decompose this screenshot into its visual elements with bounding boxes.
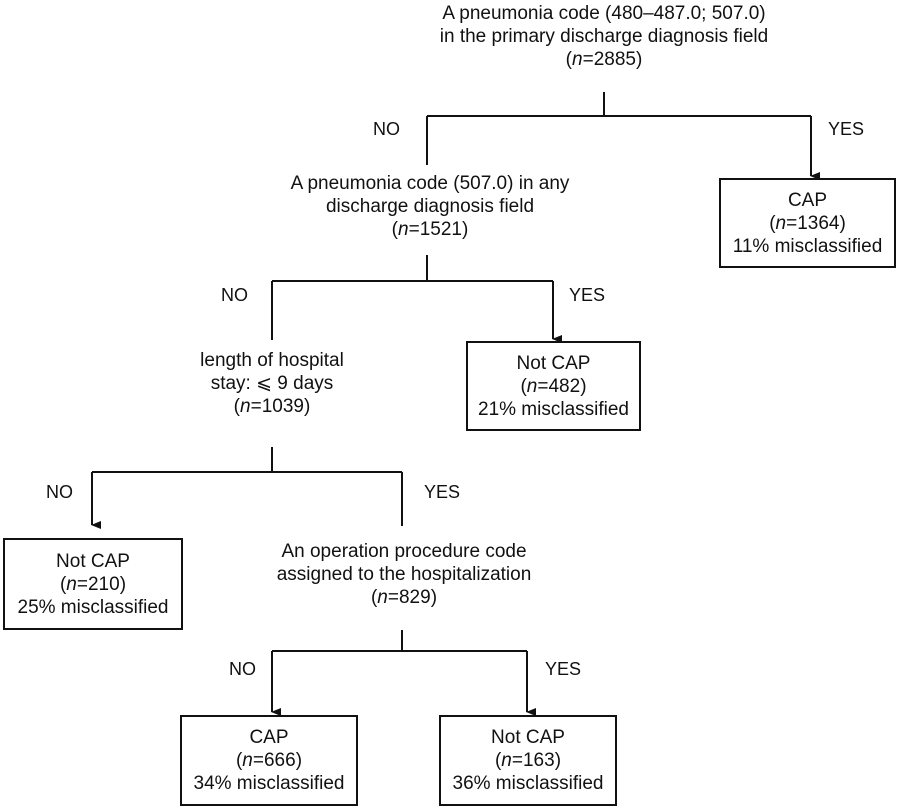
branch-label-node3-yes: YES: [424, 482, 461, 502]
leaf-cap-1364: CAP (n=1364) 11% misclassified: [719, 178, 896, 268]
leaf-notcap-163: Not CAP (n=163) 36% misclassified: [439, 715, 617, 806]
leaf-label: Not CAP: [516, 352, 591, 374]
leaf-misclassified: 36% misclassified: [452, 773, 604, 794]
node4: An operation procedure code assigned to …: [277, 540, 532, 609]
leaf-notcap-210: Not CAP (n=210) 25% misclassified: [3, 538, 183, 630]
node2-count: (n=1521): [391, 219, 469, 240]
branch-label-node4-no: NO: [229, 659, 256, 679]
node4-line1: An operation procedure code: [281, 541, 527, 562]
leaf-cap-666: CAP (n=666) 34% misclassified: [180, 715, 358, 806]
node3-line1: length of hospital: [200, 350, 344, 371]
leaf-label: Not CAP: [56, 550, 130, 572]
leaf-misclassified: 21% misclassified: [478, 398, 629, 420]
leaf-misclassified: 11% misclassified: [732, 235, 883, 257]
node3-line2: stay: ⩽ 9 days: [210, 373, 334, 394]
node2-line1: A pneumonia code (507.0) in any: [290, 173, 570, 194]
root-count: (n=2885): [565, 49, 643, 70]
branch-label-root-no: NO: [373, 119, 400, 139]
leaf-count: (n=666): [235, 750, 303, 771]
leaf-misclassified: 34% misclassified: [193, 773, 345, 794]
node2-line2: discharge diagnosis field: [325, 196, 535, 217]
node4-count: (n=829): [370, 587, 438, 608]
branch-label-root-yes: YES: [828, 119, 865, 139]
leaf-count: (n=482): [520, 375, 587, 397]
root-line1: A pneumonia code (480–487.0; 507.0): [442, 3, 766, 24]
leaf-count: (n=210): [59, 573, 127, 595]
leaf-label: Not CAP: [491, 727, 565, 748]
leaf-misclassified: 25% misclassified: [17, 596, 169, 618]
node4-line2: assigned to the hospitalization: [276, 564, 532, 585]
root-node: A pneumonia code (480–487.0; 507.0) in t…: [440, 2, 768, 71]
branch-label-node4-yes: YES: [545, 659, 582, 679]
leaf-label: CAP: [249, 727, 289, 748]
leaf-count: (n=163): [494, 750, 562, 771]
leaf-notcap-482: Not CAP (n=482) 21% misclassified: [466, 341, 641, 431]
root-line2: in the primary discharge diagnosis field: [439, 26, 769, 47]
node3-count: (n=1039): [233, 396, 311, 417]
branch-label-node2-no: NO: [221, 285, 248, 305]
leaf-label: CAP: [787, 189, 828, 211]
branch-label-node3-no: NO: [46, 482, 73, 502]
node2: A pneumonia code (507.0) in any discharg…: [291, 172, 570, 241]
leaf-count: (n=1364): [769, 212, 846, 234]
branch-label-node2-yes: YES: [569, 285, 606, 305]
node3: length of hospital stay: ⩽ 9 days (n=103…: [200, 349, 344, 418]
